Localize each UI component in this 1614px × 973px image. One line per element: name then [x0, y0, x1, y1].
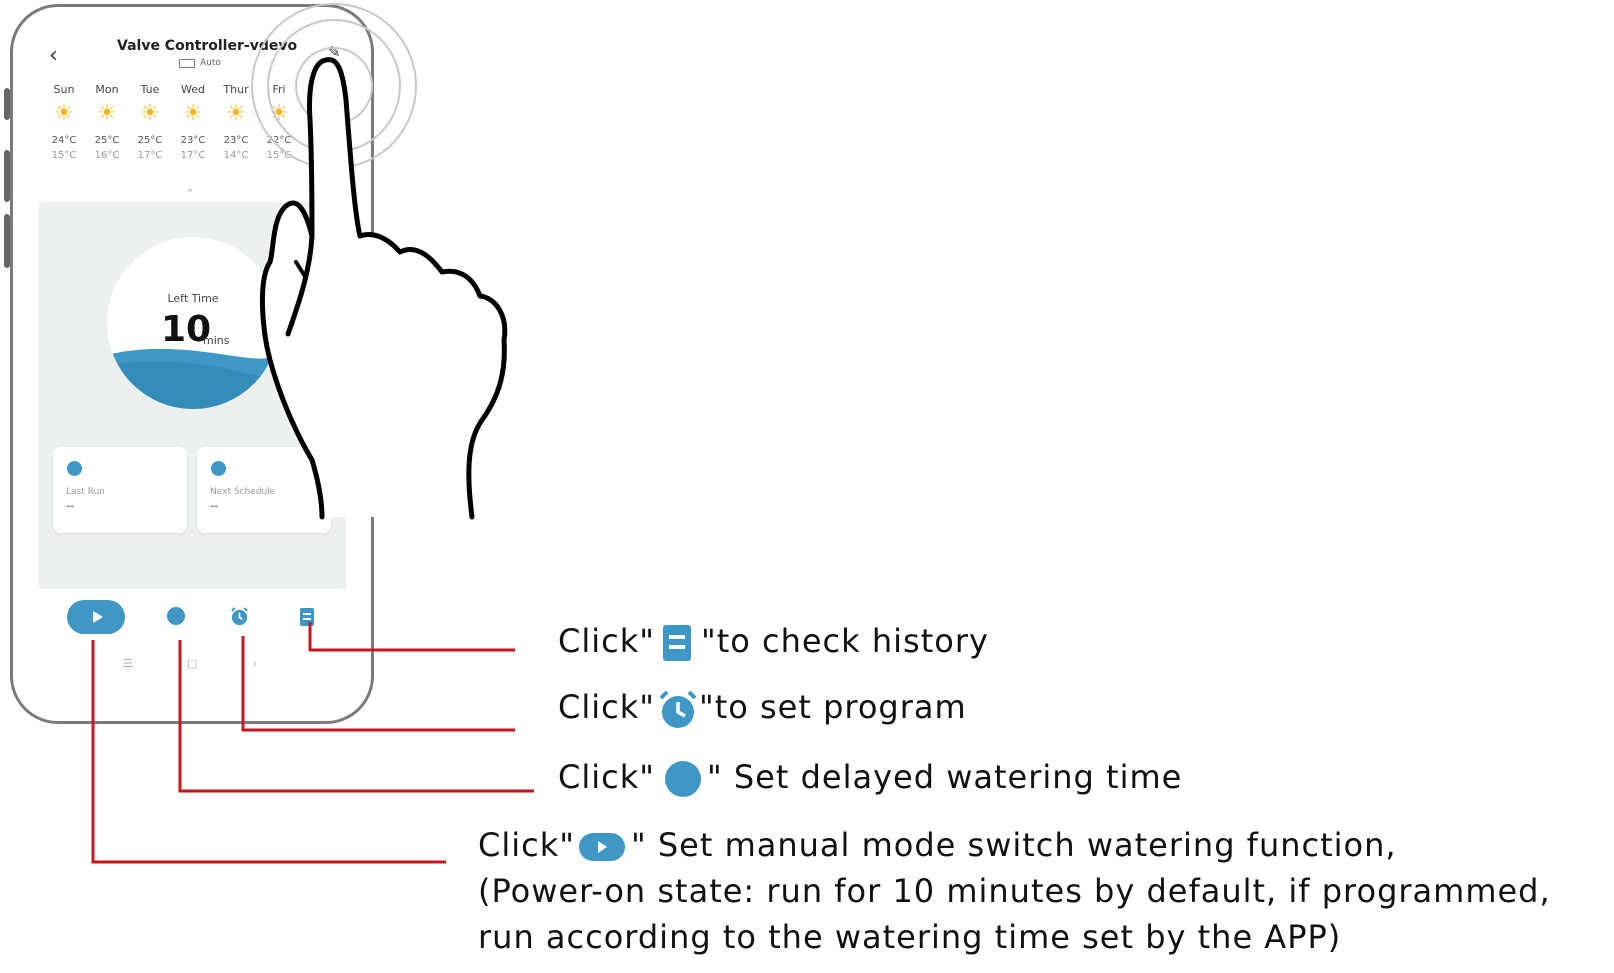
day-name: Thur — [223, 83, 249, 96]
delay-water-icon[interactable] — [167, 607, 185, 625]
battery-icon — [179, 58, 195, 68]
weather-forecast: Sun ☀ 24°C 15°C Mon ☀ 25°C 16°C Tue ☀ 25… — [43, 83, 343, 193]
temp-high: 24°C — [51, 135, 77, 146]
instruction-delay-suffix: " Set delayed watering time — [706, 758, 1183, 796]
day-name: Mon — [95, 83, 119, 96]
last-run-value: -- — [66, 501, 75, 512]
next-schedule-icon — [211, 461, 226, 476]
left-time-unit: mins — [203, 334, 230, 347]
instruction-manual: Click" " Set manual mode switch watering … — [478, 826, 1397, 864]
instruction-manual-line3: run according to the watering time set b… — [478, 918, 1342, 956]
nav-menu-icon[interactable]: ☰ — [123, 657, 133, 670]
instruction-manual-prefix: Click" — [478, 826, 575, 864]
device-status: Auto — [179, 58, 221, 68]
nav-home-icon[interactable]: □ — [187, 657, 198, 670]
manual-play-button[interactable] — [67, 600, 125, 634]
last-run-icon — [67, 461, 82, 476]
temp-high: 23°C — [223, 135, 249, 146]
day-name: Fri — [272, 83, 286, 96]
play-icon — [92, 611, 103, 623]
mode-label: Auto — [200, 58, 221, 68]
sun-icon: ☀ — [97, 101, 117, 126]
instruction-delay-prefix: Click" — [558, 758, 655, 796]
left-time-dial: Left Time 10 mins — [107, 237, 279, 409]
next-schedule-label: Next Schedule — [210, 487, 276, 497]
temp-low: 16°C — [94, 150, 120, 161]
weather-day: Wed ☀ 23°C 17°C — [172, 83, 214, 161]
sun-icon: ☀ — [269, 101, 289, 126]
last-run-card[interactable]: Last Run -- — [53, 447, 187, 533]
next-schedule-value: -- — [210, 501, 219, 512]
next-schedule-card[interactable]: Next Schedule -- — [197, 447, 331, 533]
temp-low: 15°C — [51, 150, 77, 161]
instruction-history: Click" "to check history — [558, 622, 989, 661]
weather-day: Sun ☀ 24°C 15°C — [43, 83, 85, 161]
history-icon — [662, 625, 691, 661]
power-side-button — [4, 214, 10, 268]
sun-icon: ☀ — [226, 101, 246, 126]
left-time-label: Left Time — [167, 292, 219, 305]
temp-high: 25°C — [94, 135, 120, 146]
temp-low: 17°C — [137, 150, 163, 161]
instruction-history-suffix: "to check history — [700, 622, 989, 660]
play-icon — [578, 833, 625, 861]
temp-low: 14°C — [223, 150, 249, 161]
temp-high: 22°C — [266, 135, 292, 146]
instruction-history-prefix: Click" — [558, 622, 655, 660]
volume-up-side-button — [4, 88, 10, 120]
instruction-manual-suffix: " Set manual mode switch watering functi… — [630, 826, 1397, 864]
temp-low: 17°C — [180, 150, 206, 161]
nav-back-icon[interactable]: ‹ — [253, 657, 258, 670]
volume-down-side-button — [4, 150, 10, 202]
day-name: Tue — [140, 83, 160, 96]
instruction-program: Click" "to set program — [558, 688, 967, 729]
sun-icon: ☀ — [183, 101, 203, 126]
weather-day: Thur ☀ 23°C 14°C — [215, 83, 257, 161]
instruction-manual-line2: (Power-on state: run for 10 minutes by d… — [478, 872, 1551, 910]
day-name: Sun — [53, 83, 75, 96]
weather-day: Mon ☀ 25°C 16°C — [86, 83, 128, 161]
history-icon[interactable] — [300, 608, 314, 626]
alarm-clock-icon — [659, 690, 697, 728]
sun-icon: ☀ — [140, 101, 160, 126]
device-title: Valve Controller-vdevo — [117, 38, 298, 54]
callout-lines — [91, 622, 534, 864]
weather-day: Fri ☀ 22°C 15°C — [258, 83, 300, 161]
weather-day: Tue ☀ 25°C 17°C — [129, 83, 171, 161]
hand-pointer-icon — [259, 57, 508, 520]
instruction-delay: Click" " Set delayed watering time — [558, 758, 1182, 797]
temp-low: 15°C — [266, 150, 292, 161]
water-wave — [107, 348, 279, 409]
instruction-program-prefix: Click" — [558, 688, 655, 726]
delay-water-icon — [664, 761, 701, 797]
alarm-clock-icon[interactable] — [230, 607, 249, 626]
back-chevron-icon[interactable]: ‹ — [49, 43, 58, 68]
day-name: Wed — [181, 83, 205, 96]
temp-high: 25°C — [137, 135, 163, 146]
last-run-label: Last Run — [66, 487, 105, 497]
temp-high: 23°C — [180, 135, 206, 146]
sun-icon: ☀ — [54, 101, 74, 126]
left-time-value: 10 — [161, 309, 212, 350]
expand-handle-icon[interactable]: ⌃ — [185, 187, 196, 201]
instruction-program-suffix: "to set program — [698, 688, 967, 726]
